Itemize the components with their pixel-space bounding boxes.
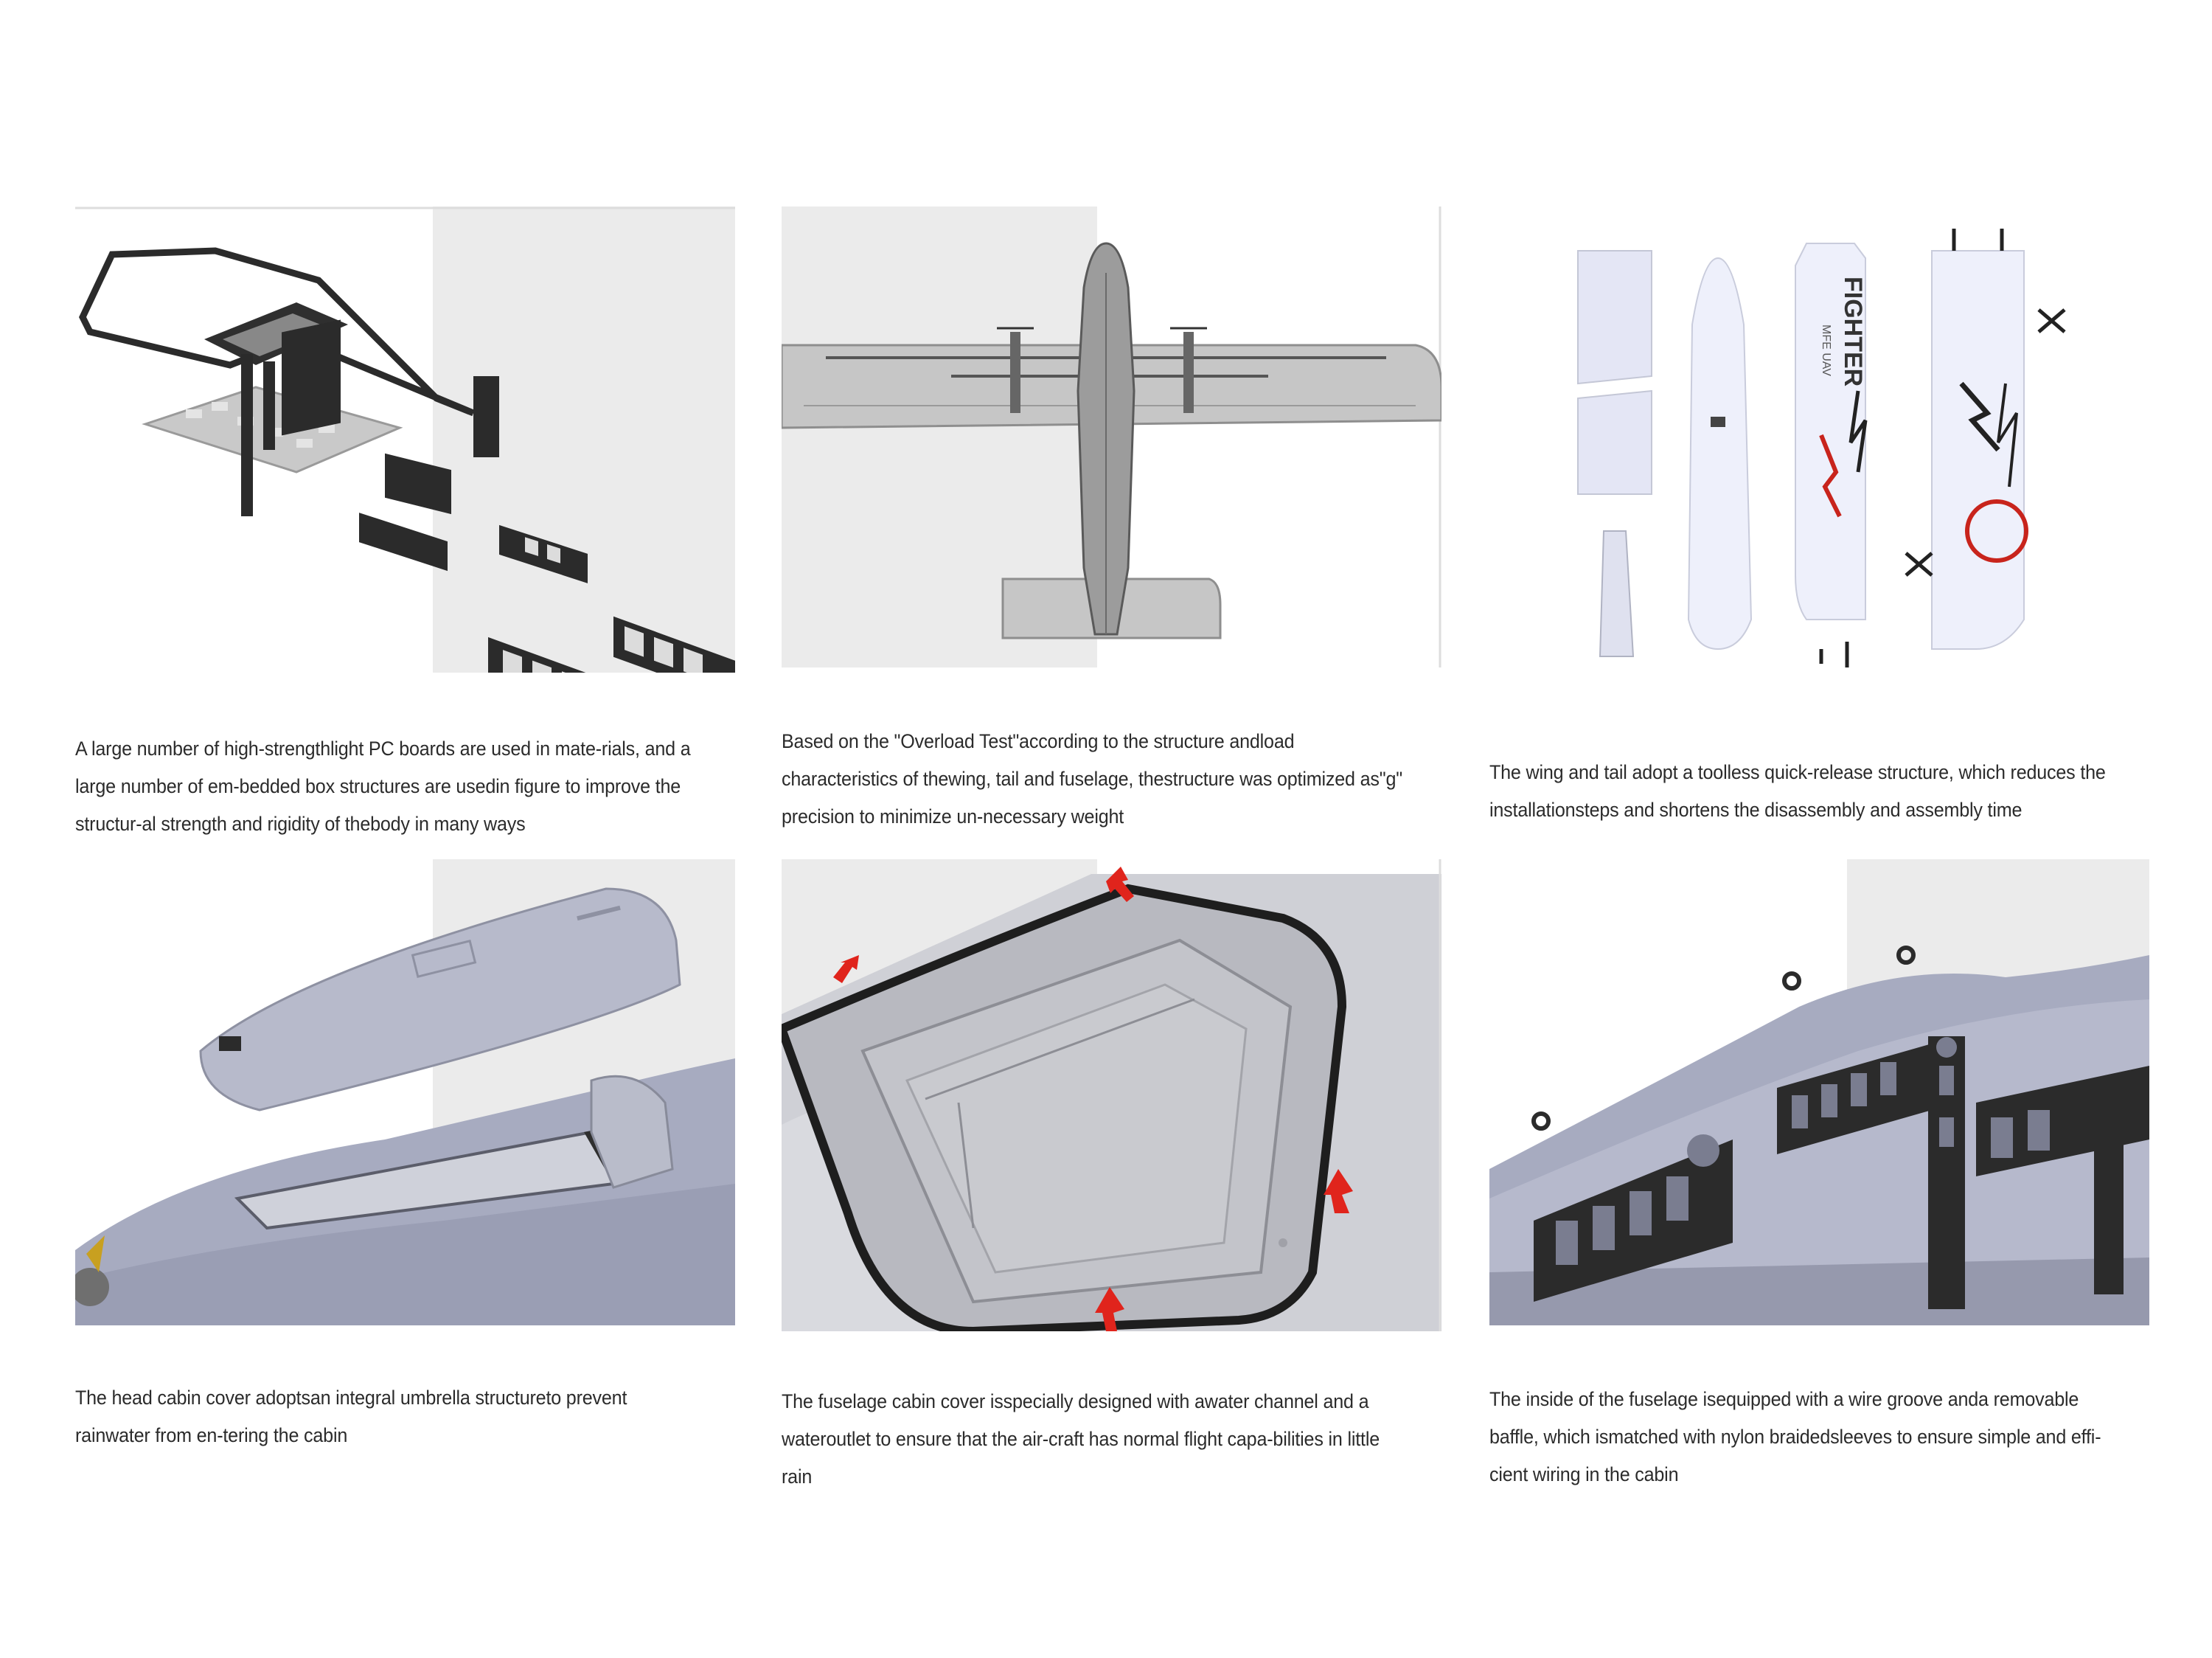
wing-brand-subtext: MFE UAV — [1820, 325, 1832, 376]
caption-line: cient wiring in the cabin — [1489, 1463, 1679, 1485]
caption-line: The head cabin cover adoptsan integral u… — [75, 1387, 627, 1409]
feature-caption-pc-boards: A large number of high-strengthlight PC … — [75, 730, 734, 843]
feature-image-pc-boards — [75, 207, 735, 673]
caption-line: installationsteps and shortens the disas… — [1489, 799, 2023, 821]
caption-line: The fuselage cabin cover isspecially des… — [782, 1390, 1369, 1412]
caption-line: structur-al strength and rigidity of the… — [75, 813, 526, 835]
caption-line: large number of em-bedded box structures… — [75, 775, 681, 797]
caption-line: Based on the "Overload Test"according to… — [782, 730, 1295, 752]
water-channel-illustration — [782, 859, 1441, 1331]
caption-line: baffle, which ismatched with nylon braid… — [1489, 1426, 2101, 1448]
wing-brand-text: FIGHTER — [1839, 277, 1867, 386]
feature-caption-water-channel: The fuselage cabin cover isspecially des… — [782, 1383, 1440, 1496]
feature-image-quick-release: FIGHTER MFE UAV — [1489, 207, 2149, 679]
feature-caption-quick-release: The wing and tail adopt a toolless quick… — [1489, 754, 2148, 829]
caption-line: rainwater from en-tering the cabin — [75, 1424, 348, 1446]
head-cabin-illustration — [75, 859, 735, 1325]
caption-line: The inside of the fuselage isequipped wi… — [1489, 1388, 2079, 1410]
caption-line: A large number of high-strengthlight PC … — [75, 738, 691, 760]
airframe-illustration — [782, 207, 1441, 667]
feature-caption-overload-test: Based on the "Overload Test"according to… — [782, 723, 1440, 836]
caption-line: wateroutlet to ensure that the air-craft… — [782, 1428, 1380, 1450]
feature-image-wire-groove — [1489, 859, 2149, 1325]
feature-image-head-cabin-cover — [75, 859, 735, 1325]
wire-groove-illustration — [1489, 859, 2149, 1325]
feature-caption-head-cabin-cover: The head cabin cover adoptsan integral u… — [75, 1379, 734, 1454]
caption-line: characteristics of thewing, tail and fus… — [782, 768, 1402, 790]
feature-image-water-channel — [782, 859, 1441, 1331]
pc-board-illustration — [75, 207, 735, 673]
feature-image-airframe-top-view — [782, 207, 1441, 667]
caption-line: precision to minimize un-necessary weigh… — [782, 805, 1124, 828]
caption-line: rain — [782, 1466, 813, 1488]
feature-caption-wire-groove: The inside of the fuselage isequipped wi… — [1489, 1381, 2148, 1494]
caption-line: The wing and tail adopt a toolless quick… — [1489, 761, 2106, 783]
quick-release-illustration: FIGHTER MFE UAV — [1489, 207, 2149, 679]
